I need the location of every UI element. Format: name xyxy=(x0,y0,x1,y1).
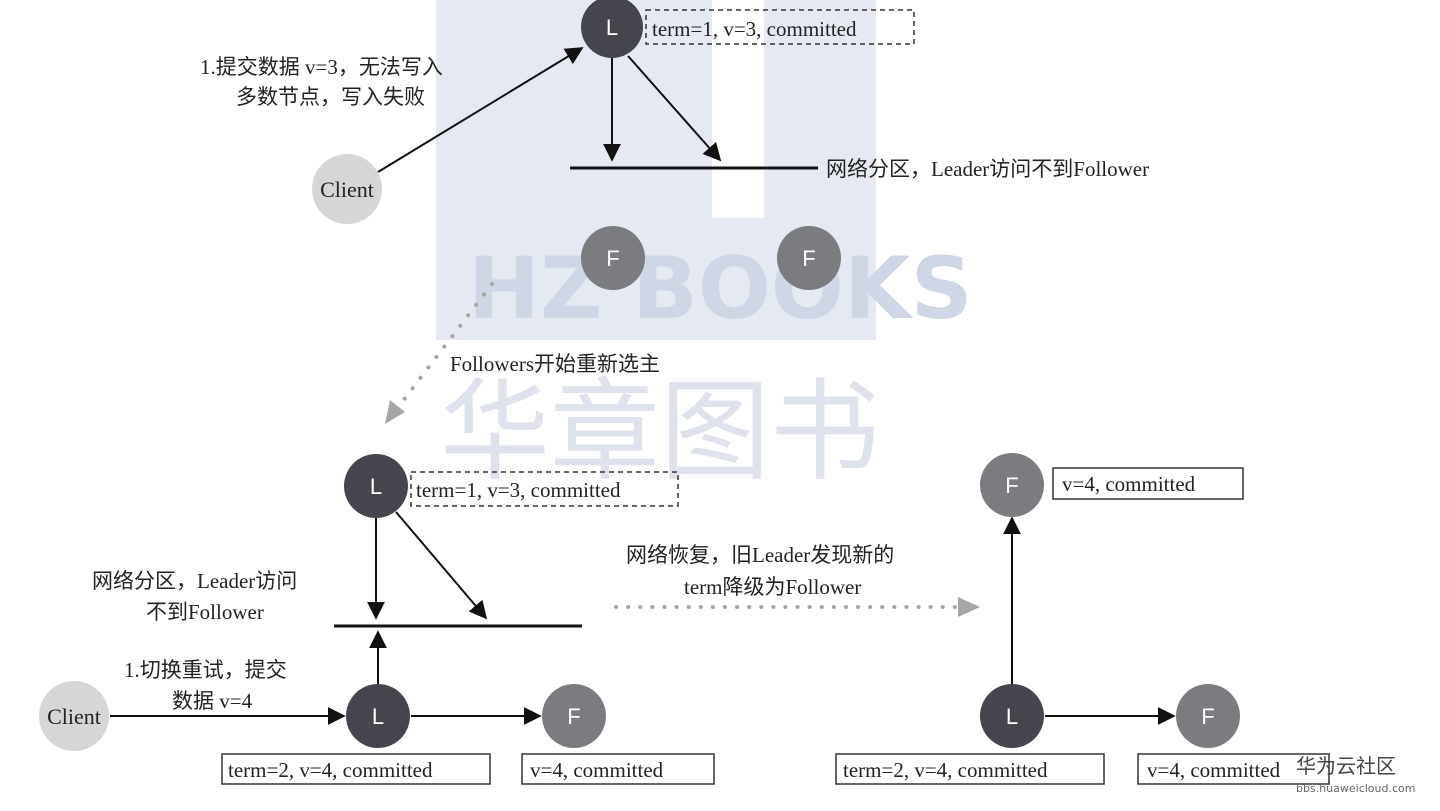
leader-node-label: L xyxy=(1006,704,1018,729)
follower-node-right-top xyxy=(980,453,1044,517)
watermark-cutout xyxy=(712,0,764,218)
follower-node-label: F xyxy=(567,704,580,729)
leader-node-label: L xyxy=(372,704,384,729)
recovery-note-line2: term降级为Follower xyxy=(684,575,861,599)
client-to-leader-arrow xyxy=(377,47,584,173)
right-leader-state: term=2, v=4, committed xyxy=(843,758,1048,782)
leader-node-label: L xyxy=(606,15,618,40)
partition-note-line2: 不到Follower xyxy=(146,600,264,624)
follower-node-top-2 xyxy=(777,226,841,290)
recovery-arrowhead xyxy=(958,597,980,617)
corner-brand-url: bbs.huaweicloud.com xyxy=(1296,782,1415,795)
election-dotted-arrow xyxy=(394,282,494,412)
watermark-chinese: 华章图书 xyxy=(440,368,880,496)
follower-node-label: F xyxy=(1005,473,1018,498)
retry-note-line1: 1.切换重试，提交 xyxy=(124,658,287,682)
right-leader-state-box xyxy=(835,753,1105,785)
follower-node-label: F xyxy=(802,246,815,271)
client-note-line1: 1.提交数据 v=3，无法写入 xyxy=(200,55,443,79)
follower-state-box-rt xyxy=(1052,467,1244,500)
watermark: HZ BOOKS 华章图书 xyxy=(436,0,973,496)
follower-node-bottom-left xyxy=(542,684,606,748)
client-node-bottom xyxy=(39,681,109,751)
retry-note-line2: 数据 v=4 xyxy=(172,689,253,713)
old-leader-node xyxy=(344,454,408,518)
new-leader-state: term=2, v=4, committed xyxy=(228,758,433,782)
leader-diag-arrow xyxy=(627,55,722,162)
client-note-line2: 多数节点，写入失败 xyxy=(236,85,425,109)
recovery-note-line1: 网络恢复，旧Leader发现新的 xyxy=(626,543,894,567)
leader-node-label: L xyxy=(370,474,382,499)
follower-node-right xyxy=(1176,684,1240,748)
watermark-brand: HZ BOOKS xyxy=(468,239,973,339)
partition-note-line1: 网络分区，Leader访问 xyxy=(92,569,297,593)
old-leader-state-box xyxy=(410,471,679,507)
follower-node-label: F xyxy=(1201,704,1214,729)
client-node-label: Client xyxy=(47,704,101,729)
new-leader-node xyxy=(346,684,410,748)
election-arrowhead xyxy=(385,400,405,424)
follower-node-top-1 xyxy=(581,226,645,290)
follower-state-bl: v=4, committed xyxy=(530,758,664,782)
right-leader-node xyxy=(980,684,1044,748)
old-leader-diag-arrow xyxy=(395,511,488,620)
leader-state-box-top xyxy=(645,9,915,45)
follower-state-box-rr xyxy=(1137,753,1330,785)
client-node-top xyxy=(312,154,382,224)
election-note: Followers开始重新选主 xyxy=(450,352,660,376)
follower-state-rt: v=4, committed xyxy=(1062,472,1196,496)
follower-state-rr: v=4, committed xyxy=(1147,758,1281,782)
follower-state-box-bl xyxy=(521,753,715,785)
new-leader-state-box xyxy=(221,753,491,785)
leader-node-top xyxy=(581,0,643,58)
corner-brand-cn: 华为云社区 xyxy=(1296,754,1396,778)
partition-note-top: 网络分区，Leader访问不到Follower xyxy=(826,157,1149,181)
old-leader-state: term=1, v=3, committed xyxy=(416,478,621,502)
client-node-label: Client xyxy=(320,177,374,202)
leader-state-top: term=1, v=3, committed xyxy=(652,17,857,41)
follower-node-label: F xyxy=(606,246,619,271)
